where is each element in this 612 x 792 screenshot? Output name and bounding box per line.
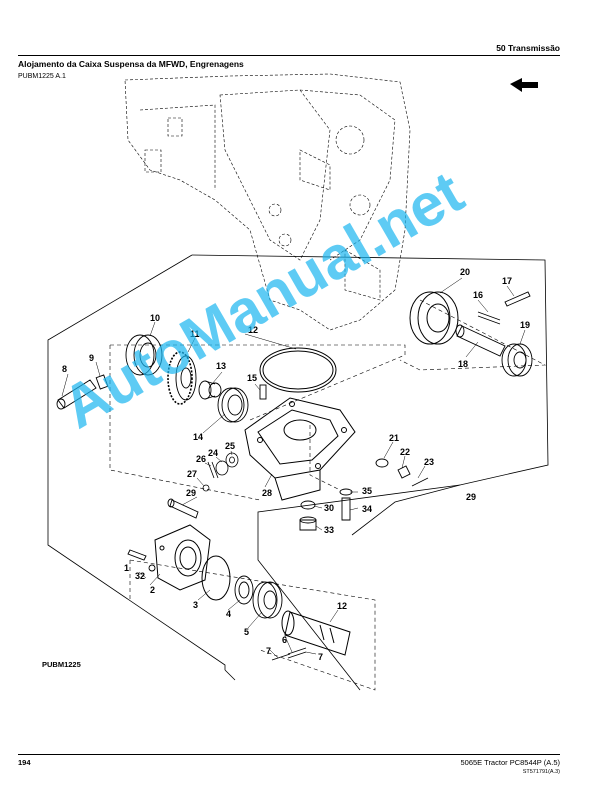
callout-27: 24 bbox=[208, 448, 218, 458]
callout-15: 14 bbox=[193, 432, 203, 442]
leader-lines bbox=[61, 277, 526, 659]
part-bearing-5 bbox=[252, 581, 283, 619]
page-number: 194 bbox=[18, 758, 31, 767]
part-pinion-8 bbox=[281, 610, 351, 656]
transmission-housing bbox=[124, 73, 411, 331]
callout-25: 28 bbox=[262, 488, 272, 498]
callout-14: 13 bbox=[216, 361, 226, 371]
callout-labels: 10 11 12 13 9 8 15 14 20 17 16 19 18 21 … bbox=[42, 267, 530, 669]
callout-4: 4 bbox=[226, 609, 231, 619]
callout-33: 33 bbox=[324, 525, 334, 535]
callout-28: 26 bbox=[196, 454, 206, 464]
part-bolt-1 bbox=[127, 549, 156, 572]
callout-2: 2 bbox=[150, 585, 155, 595]
callout-7-right: 7 bbox=[318, 652, 323, 662]
direction-arrow-icon bbox=[510, 78, 538, 92]
callout-19: 18 bbox=[458, 359, 468, 369]
callout-1: 1 bbox=[124, 563, 129, 573]
callout-35: 35 bbox=[362, 486, 372, 496]
section-title: 50 Transmissão bbox=[496, 43, 560, 53]
callout-30: 29 bbox=[186, 488, 196, 498]
callout-26: 25 bbox=[225, 441, 235, 451]
callout-23: 22 bbox=[400, 447, 410, 457]
part-pins-6-7 bbox=[271, 647, 307, 661]
callout-24: 23 bbox=[424, 457, 434, 467]
callout-9: 8 bbox=[62, 364, 67, 374]
callout-20: 19 bbox=[520, 320, 530, 330]
part-small-parts-26-29 bbox=[202, 452, 239, 492]
part-seal-13 bbox=[259, 347, 337, 393]
part-bearing-15 bbox=[217, 387, 249, 423]
callout-13: 12 bbox=[248, 325, 258, 335]
part-gear-11 bbox=[125, 334, 163, 376]
part-drain-parts-32-35 bbox=[299, 488, 353, 531]
part-bearing-20 bbox=[501, 343, 533, 377]
callout-17: 16 bbox=[473, 290, 483, 300]
callout-31: 29 bbox=[466, 492, 476, 502]
part-gear-12 bbox=[167, 351, 197, 405]
callout-12: 11 bbox=[190, 329, 200, 339]
part-housing-25 bbox=[244, 397, 356, 501]
callout-34: 34 bbox=[362, 504, 372, 514]
part-oring-3 bbox=[201, 555, 231, 601]
header-rule bbox=[18, 55, 560, 56]
callout-11: 10 bbox=[150, 313, 160, 323]
part-pin-18 bbox=[504, 291, 531, 307]
figure-reference: PUBM1225 A.1 bbox=[18, 73, 66, 80]
callout-6: 6 bbox=[282, 635, 287, 645]
callout-22: 21 bbox=[389, 433, 399, 443]
callout-32: 30 bbox=[324, 503, 334, 513]
part-pin-16 bbox=[259, 384, 267, 400]
callout-7-left: 7 bbox=[266, 646, 271, 656]
callout-10: 9 bbox=[89, 353, 94, 363]
callout-8: 12 bbox=[337, 601, 347, 611]
page-title: Alojamento da Caixa Suspensa da MFWD, En… bbox=[18, 59, 244, 69]
callout-18: 17 bbox=[502, 276, 512, 286]
part-plug-22-24 bbox=[375, 458, 429, 487]
callout-29-lower: 32 bbox=[135, 571, 145, 581]
part-key-10 bbox=[95, 374, 109, 390]
assembly-boundary-lines bbox=[47, 254, 549, 691]
figure-id: PUBM1225 bbox=[42, 660, 81, 669]
callout-29-upper: 27 bbox=[187, 469, 197, 479]
part-spacer-14 bbox=[198, 380, 222, 400]
part-stud-30 bbox=[167, 498, 199, 519]
part-cover-2 bbox=[154, 524, 211, 591]
part-spacer-4 bbox=[234, 575, 254, 605]
footer-code: ST571791(A.3) bbox=[522, 769, 560, 775]
footer-rule bbox=[18, 754, 560, 755]
callout-16: 15 bbox=[247, 373, 257, 383]
callout-3: 3 bbox=[193, 600, 198, 610]
callout-21: 20 bbox=[460, 267, 470, 277]
part-shaft-9 bbox=[56, 379, 97, 410]
part-shaft-17-19 bbox=[455, 311, 506, 357]
part-bearing-21 bbox=[409, 291, 459, 345]
assembly-dashed-lines bbox=[109, 299, 547, 691]
footer-model: 5065E Tractor PC8544P (A.5) bbox=[460, 758, 561, 767]
callout-5: 5 bbox=[244, 627, 249, 637]
